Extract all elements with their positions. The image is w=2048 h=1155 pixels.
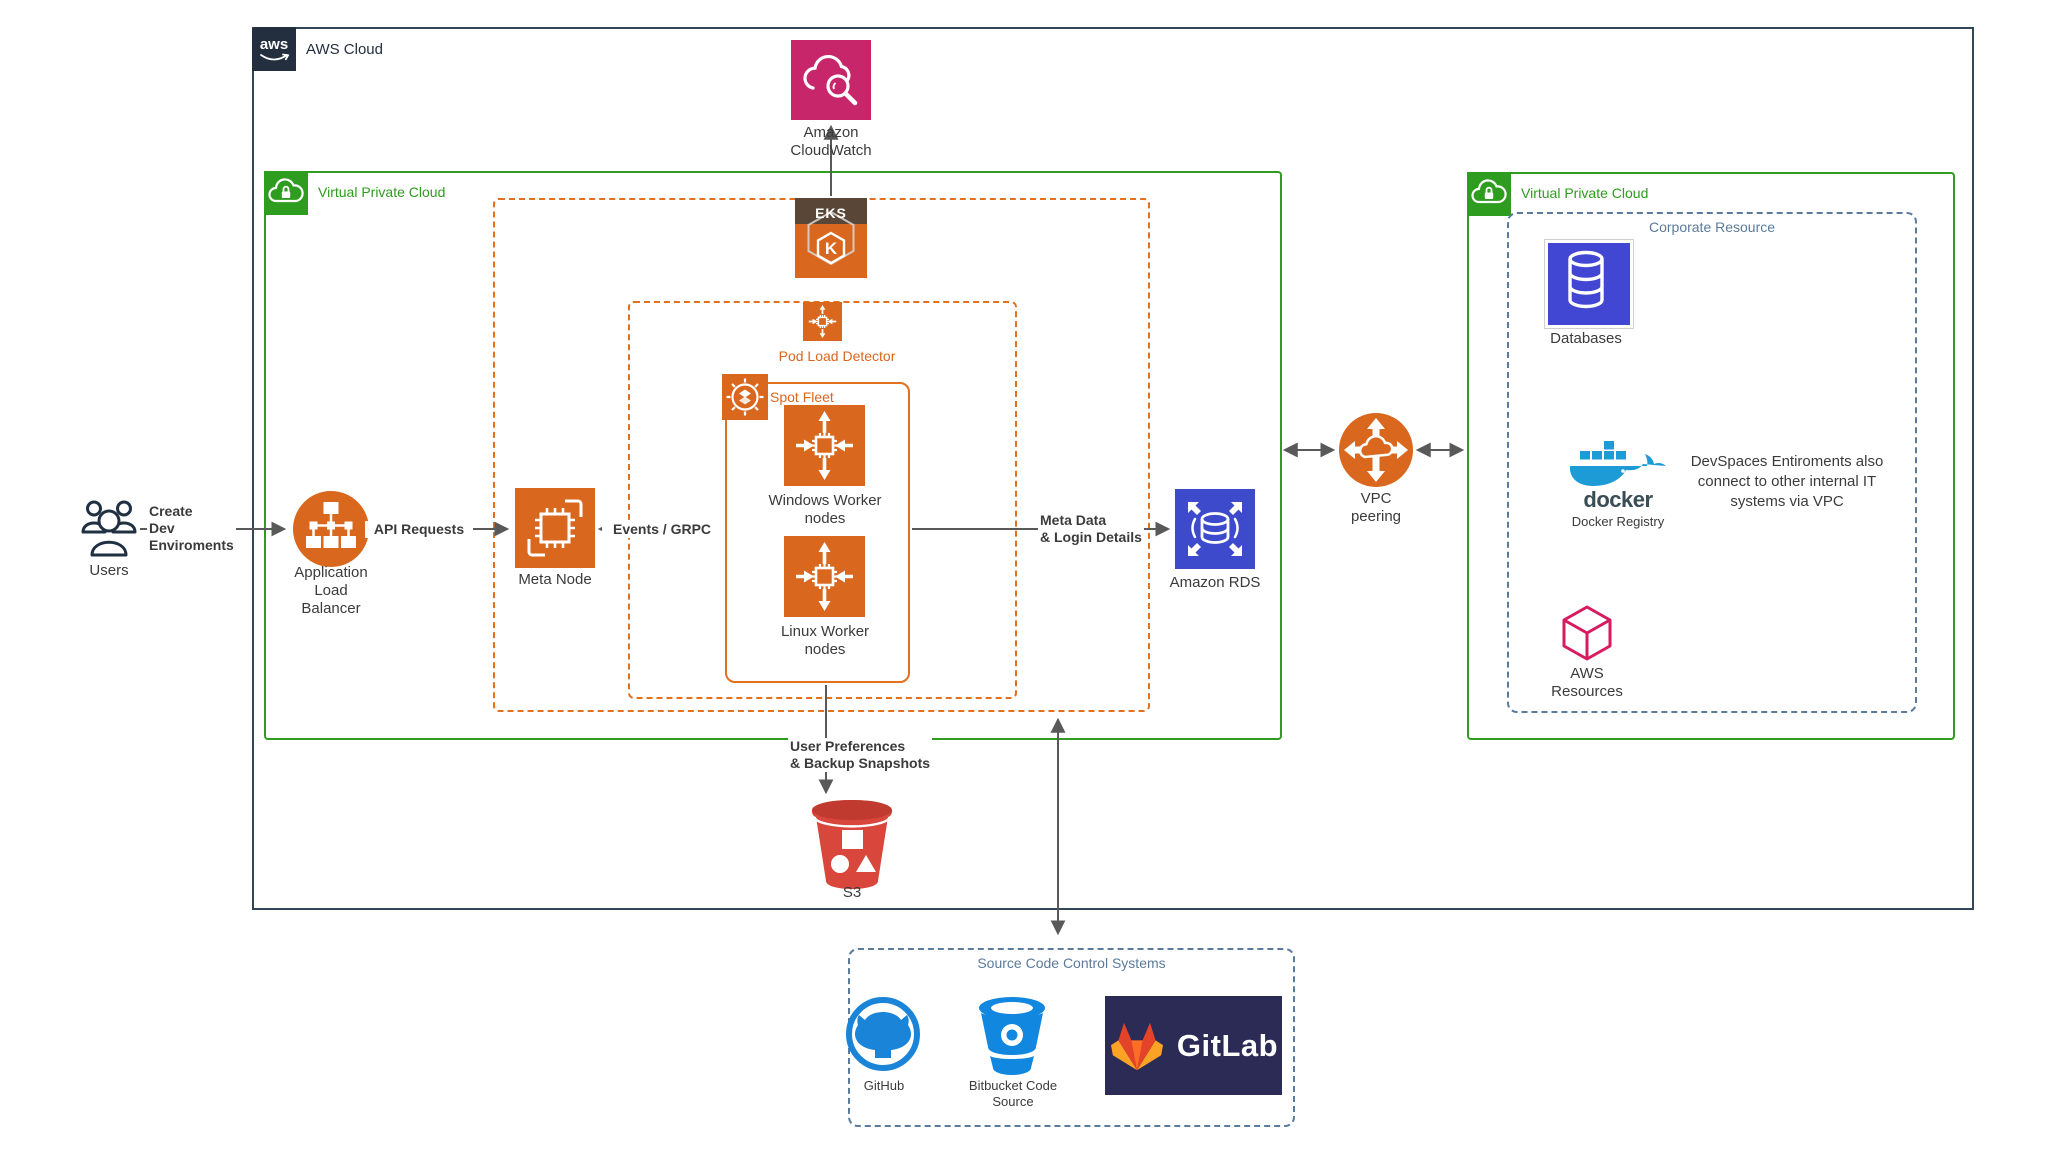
linux-worker-label: Linux Worker nodes [780,623,870,658]
eks-k8s-letter: K [825,239,838,258]
aws-cloud-label: AWS Cloud [306,41,383,58]
aws-logo-icon: aws [252,27,296,71]
right-vpc-container [1467,172,1955,740]
devspaces-note: DevSpaces Entiroments also connect to ot… [1690,453,1884,510]
cloudwatch-icon [791,40,871,120]
bitbucket-logo-icon [975,996,1049,1078]
alb-icon [292,490,370,568]
vpc-peering-label: VPC peering [1350,490,1402,525]
github-label: GitHub [863,1078,905,1093]
databases-label: Databases [1550,330,1622,347]
vpc-cloud-lock-icon [1467,172,1511,216]
eks-label: EKS [815,205,847,221]
docker-registry-label: Docker Registry [1571,514,1665,529]
edge-label-events-grpc: Events / GRPC [602,521,722,538]
windows-worker-label: Windows Worker nodes [768,492,882,527]
cloudwatch-label: Amazon CloudWatch [790,124,872,159]
eks-icon: K EKS [795,198,867,278]
docker-logo-icon: docker [1568,440,1668,512]
meta-node-icon [515,488,595,568]
vpc-cloud-lock-icon [264,171,308,215]
databases-icon [1545,240,1633,328]
meta-node-label: Meta Node [518,571,592,588]
github-logo-icon [845,996,921,1072]
spot-fleet-container [725,382,910,683]
pod-load-detector-label: Pod Load Detector [778,348,896,364]
edge-label-create-dev: Create Dev Enviroments [147,503,236,554]
spot-fleet-label: Spot Fleet [770,389,834,405]
aws-resources-icon [1561,604,1613,662]
edge-label-user-prefs: User Preferences & Backup Snapshots [788,738,933,772]
users-icon [80,498,138,558]
aws-cloud-container [252,27,1974,910]
corporate-resource-container [1507,212,1917,713]
vpc-peering-icon [1338,412,1414,488]
aws-resources-label: AWS Resources [1551,665,1623,700]
right-vpc-label: Virtual Private Cloud [1521,185,1649,201]
s3-icon [810,798,894,890]
edge-label-meta-data: Meta Data & Login Details [1038,512,1144,546]
bitbucket-label: Bitbucket Code Source [968,1078,1058,1109]
gitlab-label: GitLab [1176,1027,1279,1063]
windows-worker-icon [784,405,865,486]
source-code-label: Source Code Control Systems [977,955,1166,971]
s3-label: S3 [842,884,862,901]
gitlab-fox-icon [1110,1022,1163,1070]
gitlab-logo: GitLab [1105,996,1282,1095]
corporate-resource-label: Corporate Resource [1648,219,1776,235]
users-label: Users [89,562,129,579]
alb-label: Application Load Balancer [294,564,368,617]
left-vpc-label: Virtual Private Cloud [318,184,446,200]
docker-wordmark: docker [1583,487,1653,512]
rds-label: Amazon RDS [1169,574,1261,591]
edge-label-api-requests: API Requests [365,521,473,538]
aws-logo-text: aws [260,36,288,53]
rds-icon [1175,489,1255,569]
spot-fleet-icon [722,374,768,420]
left-vpc-container [264,171,1282,740]
pod-load-detector-icon [803,302,842,341]
linux-worker-icon [784,536,865,617]
